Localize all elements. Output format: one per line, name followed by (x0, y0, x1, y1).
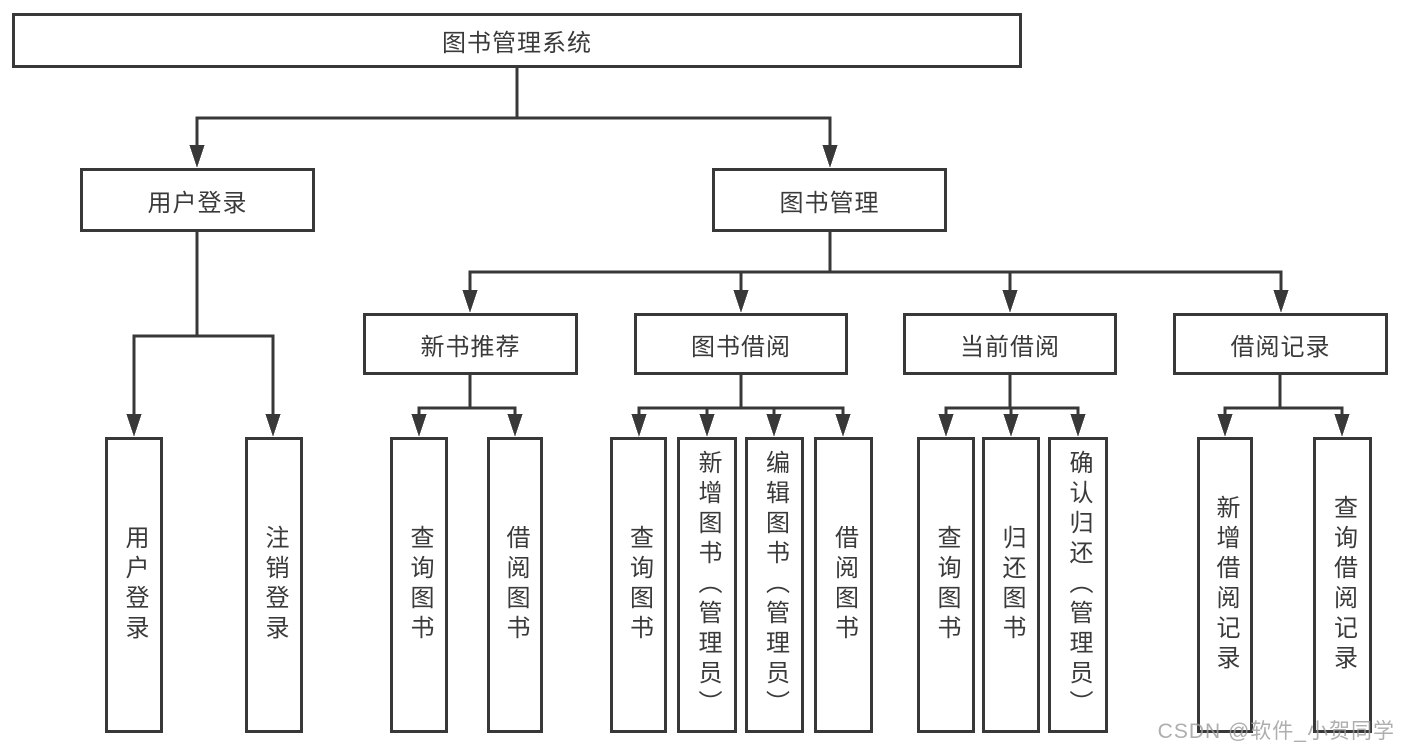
leaf-cb-confirm-return-admin-label: 确认归还（管理员） (1065, 450, 1092, 720)
leaf-br-add-record: 新增借阅记录 (1197, 437, 1253, 733)
node-borrowing-records: 借阅记录 (1173, 313, 1388, 375)
leaf-bb-query-books-label: 查询图书 (625, 525, 653, 645)
node-book-management: 图书管理 (712, 168, 947, 232)
leaf-nbr-query-books-label: 查询图书 (406, 525, 433, 645)
node-root-system-label: 图书管理系统 (442, 30, 592, 57)
node-book-borrowing-label: 图书借阅 (691, 333, 791, 361)
leaf-nbr-borrow-books: 借阅图书 (487, 437, 543, 733)
leaf-user-login: 用户登录 (105, 437, 163, 733)
leaf-cb-query-books: 查询图书 (917, 437, 975, 733)
leaf-bb-query-books: 查询图书 (610, 437, 667, 733)
leaf-logout: 注销登录 (245, 437, 303, 733)
node-current-borrowing-label: 当前借阅 (960, 333, 1060, 361)
leaf-bb-edit-books-admin: 编辑图书（管理员） (745, 437, 804, 733)
leaf-nbr-query-books: 查询图书 (390, 437, 448, 733)
node-borrowing-records-label: 借阅记录 (1230, 333, 1331, 361)
leaf-bb-borrow-books: 借阅图书 (814, 437, 873, 733)
leaf-nbr-borrow-books-label: 借阅图书 (502, 525, 529, 645)
leaf-bb-add-books-admin: 新增图书（管理员） (677, 437, 737, 733)
node-book-borrowing: 图书借阅 (634, 313, 848, 375)
leaf-br-add-record-label: 新增借阅记录 (1212, 495, 1239, 675)
node-new-book-recommend-label: 新书推荐 (420, 333, 521, 361)
node-root-system: 图书管理系统 (12, 13, 1022, 68)
leaf-cb-query-books-label: 查询图书 (933, 525, 960, 645)
leaf-cb-confirm-return-admin: 确认归还（管理员） (1048, 437, 1108, 733)
node-new-book-recommend: 新书推荐 (363, 313, 578, 375)
leaf-bb-edit-books-admin-label: 编辑图书（管理员） (761, 450, 789, 720)
leaf-br-query-record: 查询借阅记录 (1313, 437, 1372, 733)
node-current-borrowing: 当前借阅 (903, 313, 1117, 375)
leaf-cb-return-books: 归还图书 (982, 437, 1040, 733)
leaf-user-login-label: 用户登录 (121, 525, 148, 645)
leaf-logout-label: 注销登录 (261, 525, 288, 645)
leaf-bb-add-books-admin-label: 新增图书（管理员） (694, 450, 721, 720)
leaf-br-query-record-label: 查询借阅记录 (1329, 495, 1357, 675)
connector-arrowheads (126, 145, 1350, 437)
node-book-management-label: 图书管理 (779, 189, 880, 217)
node-user-login-label: 用户登录 (147, 189, 248, 217)
leaf-bb-borrow-books-label: 借阅图书 (830, 525, 858, 645)
node-user-login: 用户登录 (80, 168, 315, 232)
leaf-cb-return-books-label: 归还图书 (998, 525, 1025, 645)
